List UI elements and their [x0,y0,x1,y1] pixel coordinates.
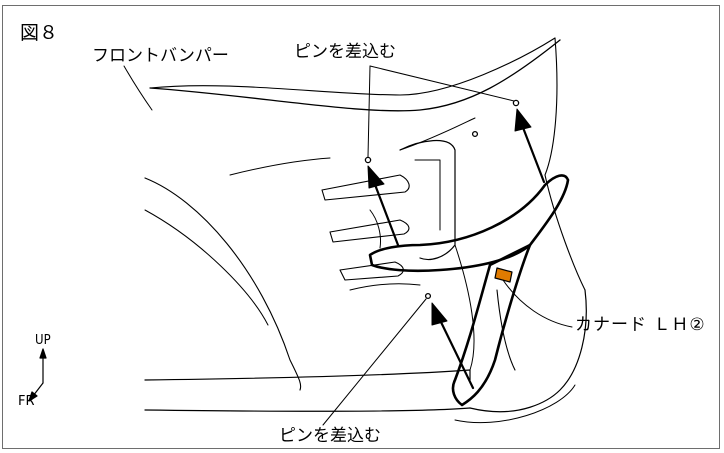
pin-dot-top-left [364,156,372,164]
bumper-left-curve [144,177,302,391]
pin-dot-top-right [512,99,520,107]
canard-lower [451,243,532,407]
lower-lip-1 [144,369,471,381]
bumper-top-edge [149,39,561,112]
bumper-top-contour [149,37,556,96]
label-front-bumper: フロントバンパー [92,46,229,66]
corner-line [454,244,475,371]
vent-slat-1 [321,174,410,201]
figure-number: 図８ [20,22,59,44]
fender-lower [544,174,586,291]
lower-lip-4 [454,384,576,424]
vent-inner-1 [369,209,381,249]
leader-canard [502,279,573,328]
orientation-indicator [28,348,47,402]
body-crease-2 [399,117,476,151]
body-crease-1 [229,157,331,176]
vent-slat-2 [329,219,410,243]
arrow-top-right [514,108,546,184]
leader-top-left [367,65,371,158]
bumper-lower-left [144,209,269,326]
label-insert-pin-top: ピンを差込む [294,42,396,62]
arrow-bottom [431,302,475,390]
figure-border [2,5,720,449]
label-fr: FR [18,394,35,409]
vent-inner-3 [349,283,421,291]
leader-top-right [369,65,515,102]
pin-dot-mid [471,130,479,138]
canard-inner-edge [496,289,516,371]
canard-clip [494,267,513,283]
pin-dot-bottom [424,292,432,300]
canard-upper [368,174,570,273]
vent-inner-2 [414,159,441,231]
lower-lip-3 [469,289,587,413]
vent-outline [399,139,456,261]
label-insert-pin-bottom: ピンを差込む [279,426,381,446]
lower-lip-2 [144,407,471,412]
label-up: UP [35,333,51,348]
bumper-fender-line [544,37,558,176]
leader-bumper [123,65,153,111]
arrow-top-left [367,165,400,247]
label-canard-lh: カナード ＬＨ② [575,315,706,335]
leader-bottom [322,298,427,426]
